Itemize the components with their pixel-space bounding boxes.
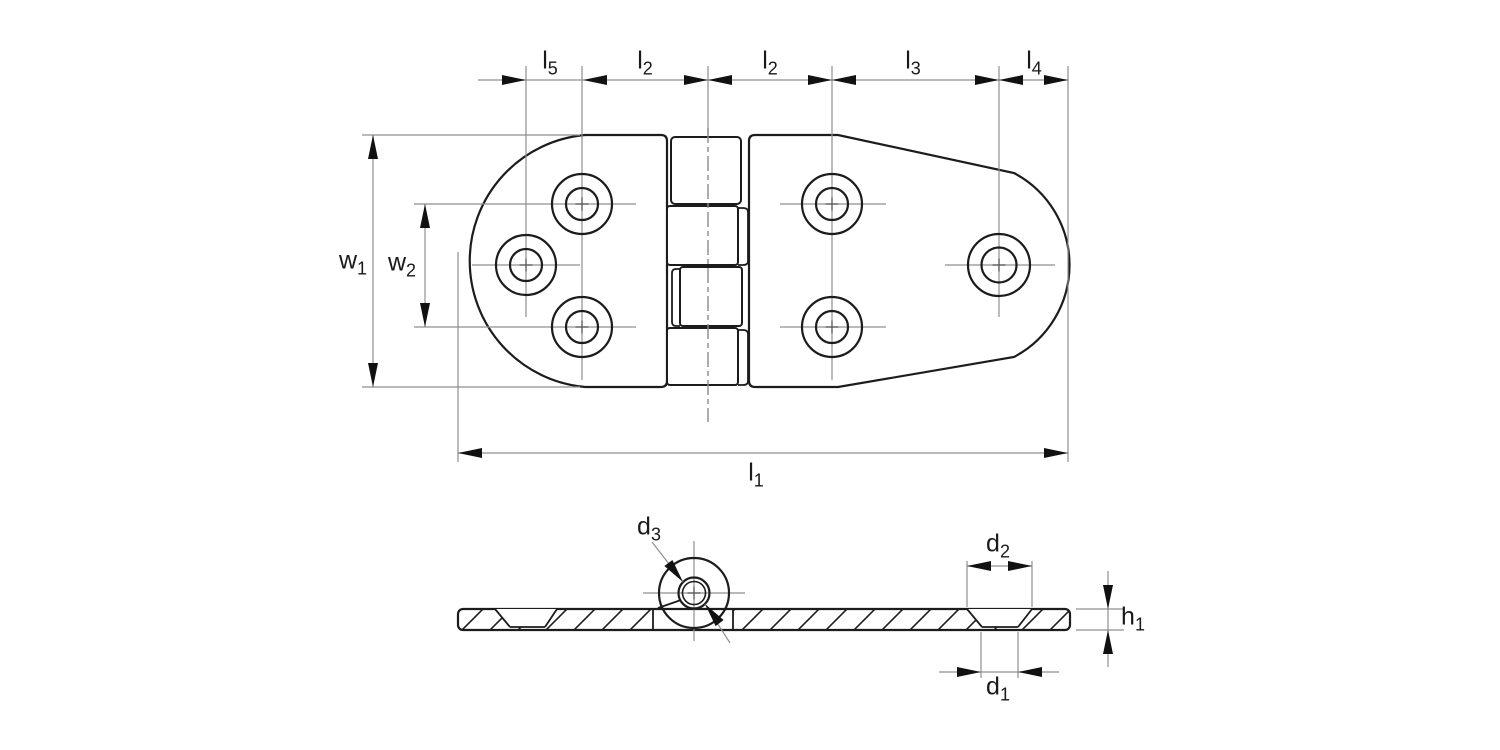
hinge-eye (657, 556, 731, 630)
dim-label-w2: w2 (387, 248, 417, 281)
d2-dimension (966, 561, 1033, 607)
dim-label-l2-right: l2 (762, 46, 778, 79)
dim-label-l3: l3 (905, 46, 921, 79)
hinge-knuckle (666, 136, 749, 386)
dimension-arrows-top (368, 75, 1068, 458)
countersink-right (966, 608, 1033, 628)
dim-label-l1: l1 (748, 458, 764, 491)
dim-label-h1: h1 (1121, 602, 1145, 635)
left-leaf (468, 133, 669, 389)
extension-lines (362, 66, 1069, 462)
h1-dimension (1076, 571, 1124, 667)
knuckle-zone-boundaries (652, 609, 734, 630)
d3-leader (651, 541, 731, 644)
dim-label-d3: d3 (637, 512, 661, 545)
side-view (456, 541, 1124, 678)
top-view (362, 66, 1071, 462)
d1-dimension (939, 632, 1059, 678)
dim-label-d1: d1 (986, 672, 1010, 705)
dim-label-d2: d2 (986, 529, 1010, 562)
dim-label-l5: l5 (542, 46, 558, 79)
dim-label-w1: w1 (338, 246, 368, 279)
right-leaf (747, 133, 1071, 389)
dim-label-l4: l4 (1026, 46, 1042, 79)
mounting-holes (494, 172, 1032, 359)
dim-label-l2-left: l2 (637, 46, 653, 79)
countersink-left (494, 608, 558, 628)
